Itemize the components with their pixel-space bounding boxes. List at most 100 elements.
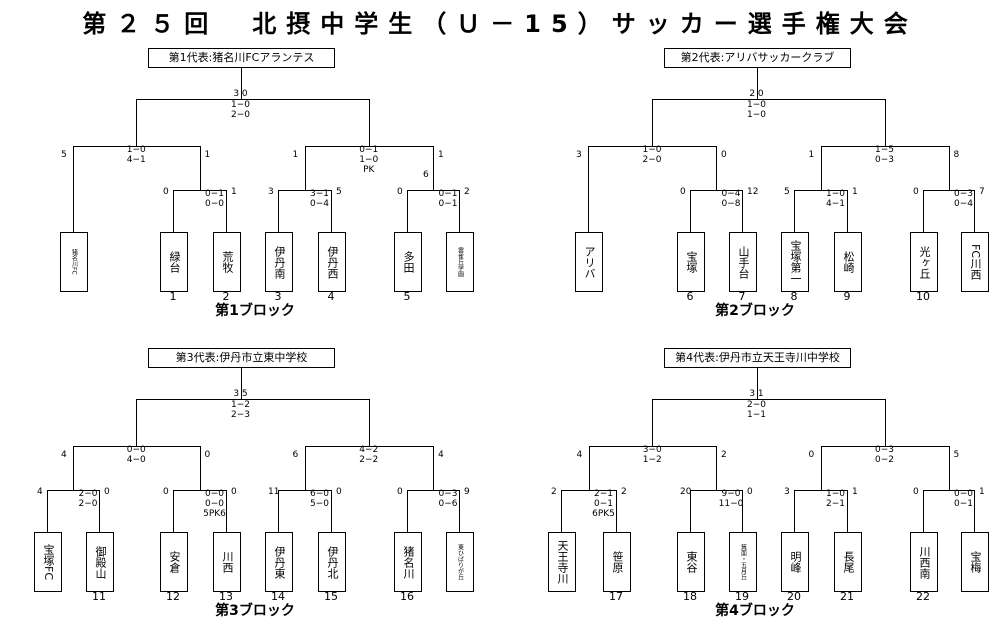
bracket-line (304, 446, 434, 447)
round-score: 0 (104, 487, 110, 497)
team-seed-number: 13 (219, 590, 233, 603)
team-seed-number: 3 (274, 290, 282, 303)
team-seed-number: 22 (916, 590, 930, 603)
bracket-line (820, 446, 822, 490)
bracket-line (923, 190, 924, 232)
bracket-line (368, 399, 370, 446)
match-score: 1−0 (747, 110, 766, 120)
bracket-line (136, 99, 370, 100)
bracket-line (923, 490, 924, 532)
bracket-line (756, 67, 758, 99)
bracket-line (652, 399, 654, 446)
round-score: 0 (680, 187, 686, 197)
bracket-line (756, 367, 758, 399)
bracket-line (278, 490, 279, 532)
bracket-line (820, 446, 950, 447)
team-seed-number: 8 (790, 290, 798, 303)
bracket-line (742, 190, 743, 232)
team-box: 荒牧 (213, 232, 241, 292)
bracket-line (820, 146, 950, 147)
team-box: 宝梅 (961, 532, 989, 592)
bracket-line (974, 490, 975, 532)
bracket-line (948, 146, 950, 190)
bracket-line (173, 190, 174, 232)
team-seed-number: 18 (683, 590, 697, 603)
team-box: 光ヶ丘 (910, 232, 938, 292)
match-score: 3−1 (310, 189, 329, 199)
team-box: 宝塚 (677, 232, 705, 292)
bracket-line (884, 99, 886, 146)
bracket-line (47, 490, 100, 491)
team-seed-number: 20 (787, 590, 801, 603)
match-score: 1−0 (359, 155, 379, 165)
match-score: 0−4 (954, 199, 973, 209)
match-score: 2−0 (642, 155, 662, 165)
round-score: 4 (37, 487, 43, 497)
round-score: 0 (913, 187, 919, 197)
bracket-line (561, 490, 617, 491)
final-score: 2 0 (749, 89, 764, 99)
round-score: 0 (397, 487, 403, 497)
bracket-line (73, 146, 201, 147)
bracket-line (407, 490, 408, 532)
representative-box: 第4代表:伊丹市立天王寺川中学校 (664, 348, 851, 368)
team-box: 伊丹東 (265, 532, 293, 592)
team-box: 山手台 (729, 232, 757, 292)
match-score: 0−2 (875, 455, 894, 465)
bracket-line (794, 490, 848, 491)
match-score: 0−1 (438, 189, 458, 199)
round-score: 1 (979, 487, 985, 497)
bracket-line (884, 399, 886, 446)
bracket-line (173, 490, 227, 491)
match-score: 0−0 (205, 199, 224, 209)
round-score: 0 (336, 487, 342, 497)
round-score: 11 (268, 487, 280, 497)
match-score: 4−1 (126, 155, 146, 165)
team-seed-number: 12 (166, 590, 180, 603)
bracket-line (73, 446, 74, 490)
match-score: 6−0 (310, 489, 329, 499)
team-box: 猪名川FC (60, 232, 88, 292)
round-score: 1 (852, 487, 858, 497)
match-score: 0−4 (721, 189, 741, 199)
team-box: 川西 (213, 532, 241, 592)
bracket-line (173, 190, 227, 191)
match-score: 0−3 (954, 189, 973, 199)
bracket-line (742, 490, 743, 532)
match-score: 0−6 (438, 499, 458, 509)
bracket-line (433, 446, 434, 490)
bracket-line (616, 490, 617, 532)
match-score: 3−0 (642, 445, 662, 455)
match-score: 1−1 (747, 410, 766, 420)
bracket-line (794, 190, 795, 232)
block-label: 第4ブロック (715, 603, 795, 619)
match-score: 1−0 (826, 489, 845, 499)
match-score: 4−2 (359, 445, 379, 455)
match-score: 0−4 (310, 199, 329, 209)
match-score: 1−0 (642, 145, 662, 155)
round-score: 2 (621, 487, 627, 497)
bracket-line (73, 146, 74, 232)
bracket-line (847, 490, 848, 532)
match-score: 11−0 (718, 499, 744, 509)
round-score: 0 (397, 187, 403, 197)
match-score: 4−0 (126, 455, 146, 465)
bracket-line (690, 190, 691, 232)
match-score: 0−0 (205, 499, 224, 509)
representative-box: 第1代表:猪名川FCアランテス (148, 48, 335, 68)
match-score: 5−0 (310, 499, 329, 509)
team-box: 雲雀丘学園 (446, 232, 474, 292)
match-score: 0−8 (721, 199, 741, 209)
team-seed-number: 5 (403, 290, 411, 303)
match-score: 0−3 (875, 445, 894, 455)
team-box: アリバ (575, 232, 603, 292)
bracket-line (278, 490, 332, 491)
match-score: 0−1 (438, 199, 458, 209)
round-score: 20 (680, 487, 692, 497)
bracket-line (99, 490, 100, 532)
team-box: 明峰 (781, 532, 809, 592)
bracket-line (240, 367, 242, 399)
bracket-line (716, 146, 717, 190)
bracket-line (331, 190, 332, 232)
bracket-line (459, 190, 460, 232)
